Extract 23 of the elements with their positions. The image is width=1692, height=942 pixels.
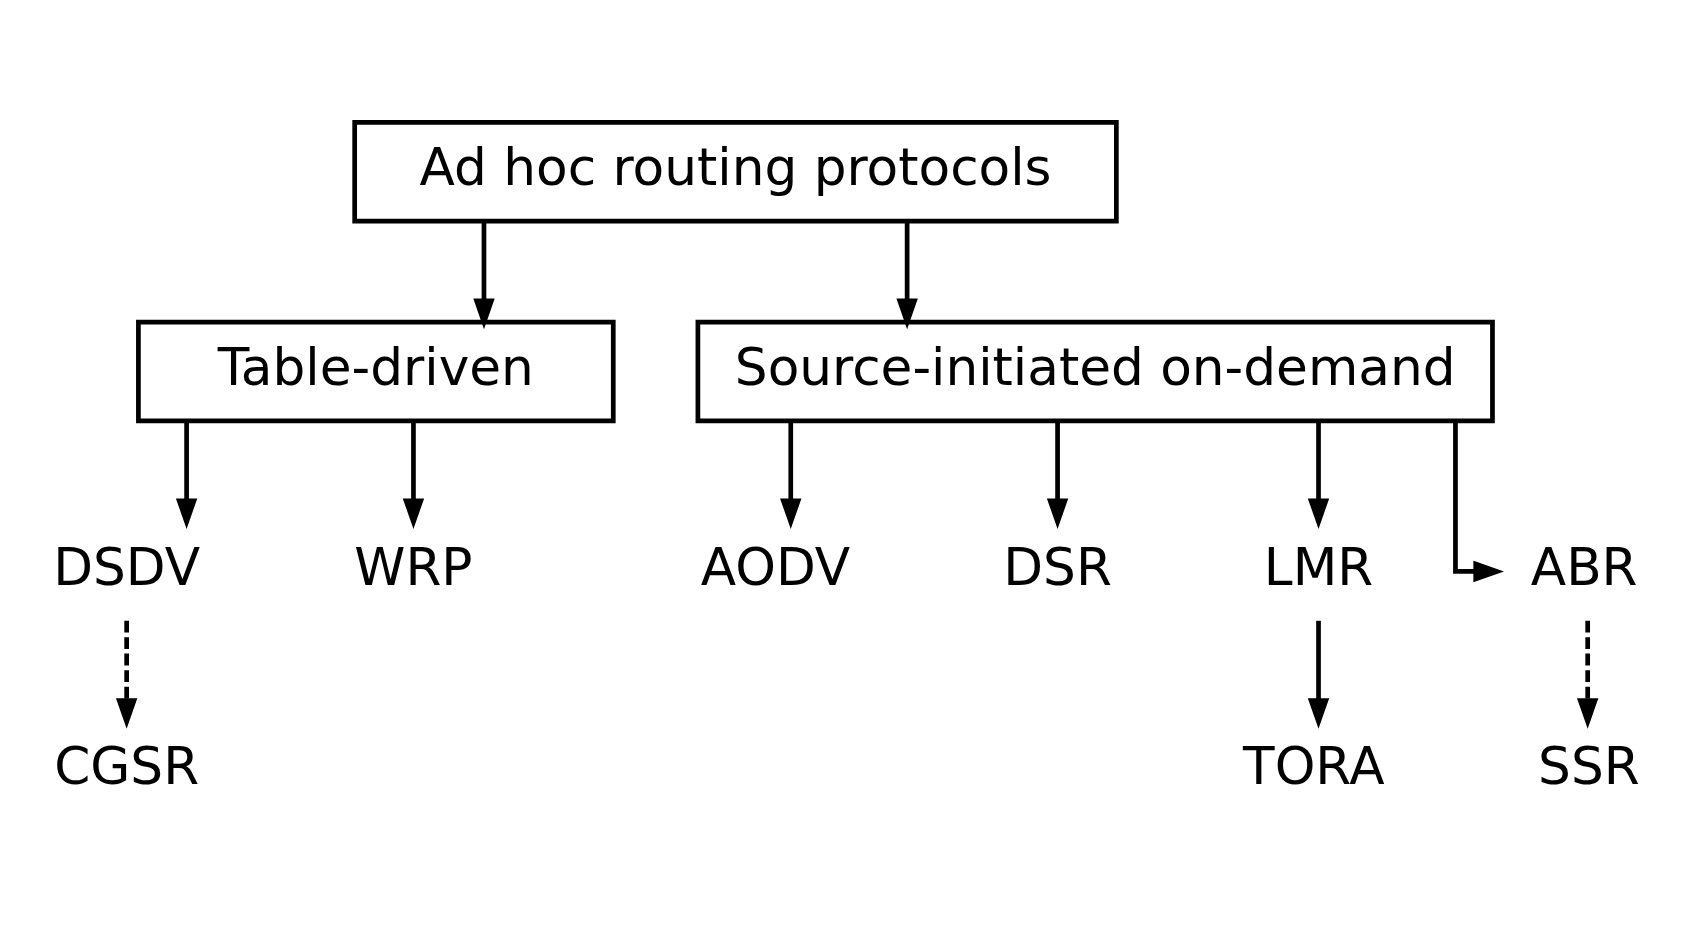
node-text: AODV — [700, 536, 851, 597]
arrow — [1307, 420, 1330, 529]
node-text: TORA — [1243, 735, 1385, 796]
node-box: Source-initiated on-demand — [695, 319, 1495, 423]
node-box: Ad hoc routing protocols — [352, 119, 1119, 223]
arrow — [402, 420, 425, 529]
node-text: CGSR — [54, 735, 200, 796]
arrow — [1307, 620, 1330, 729]
node-box: Table-driven — [136, 319, 616, 423]
node-text: LMR — [1263, 536, 1374, 597]
arrow — [175, 420, 198, 529]
arrow — [473, 220, 495, 329]
arrow — [115, 620, 138, 729]
node-text: WRP — [354, 536, 473, 597]
arrow — [1046, 420, 1069, 529]
node-text: DSDV — [53, 536, 201, 597]
arrow — [1576, 620, 1599, 729]
node-text: ABR — [1530, 536, 1638, 597]
arrow — [1453, 420, 1504, 582]
arrow — [896, 220, 918, 329]
node-text: SSR — [1538, 735, 1640, 796]
node-text: DSR — [1003, 536, 1112, 597]
arrow — [780, 420, 802, 529]
